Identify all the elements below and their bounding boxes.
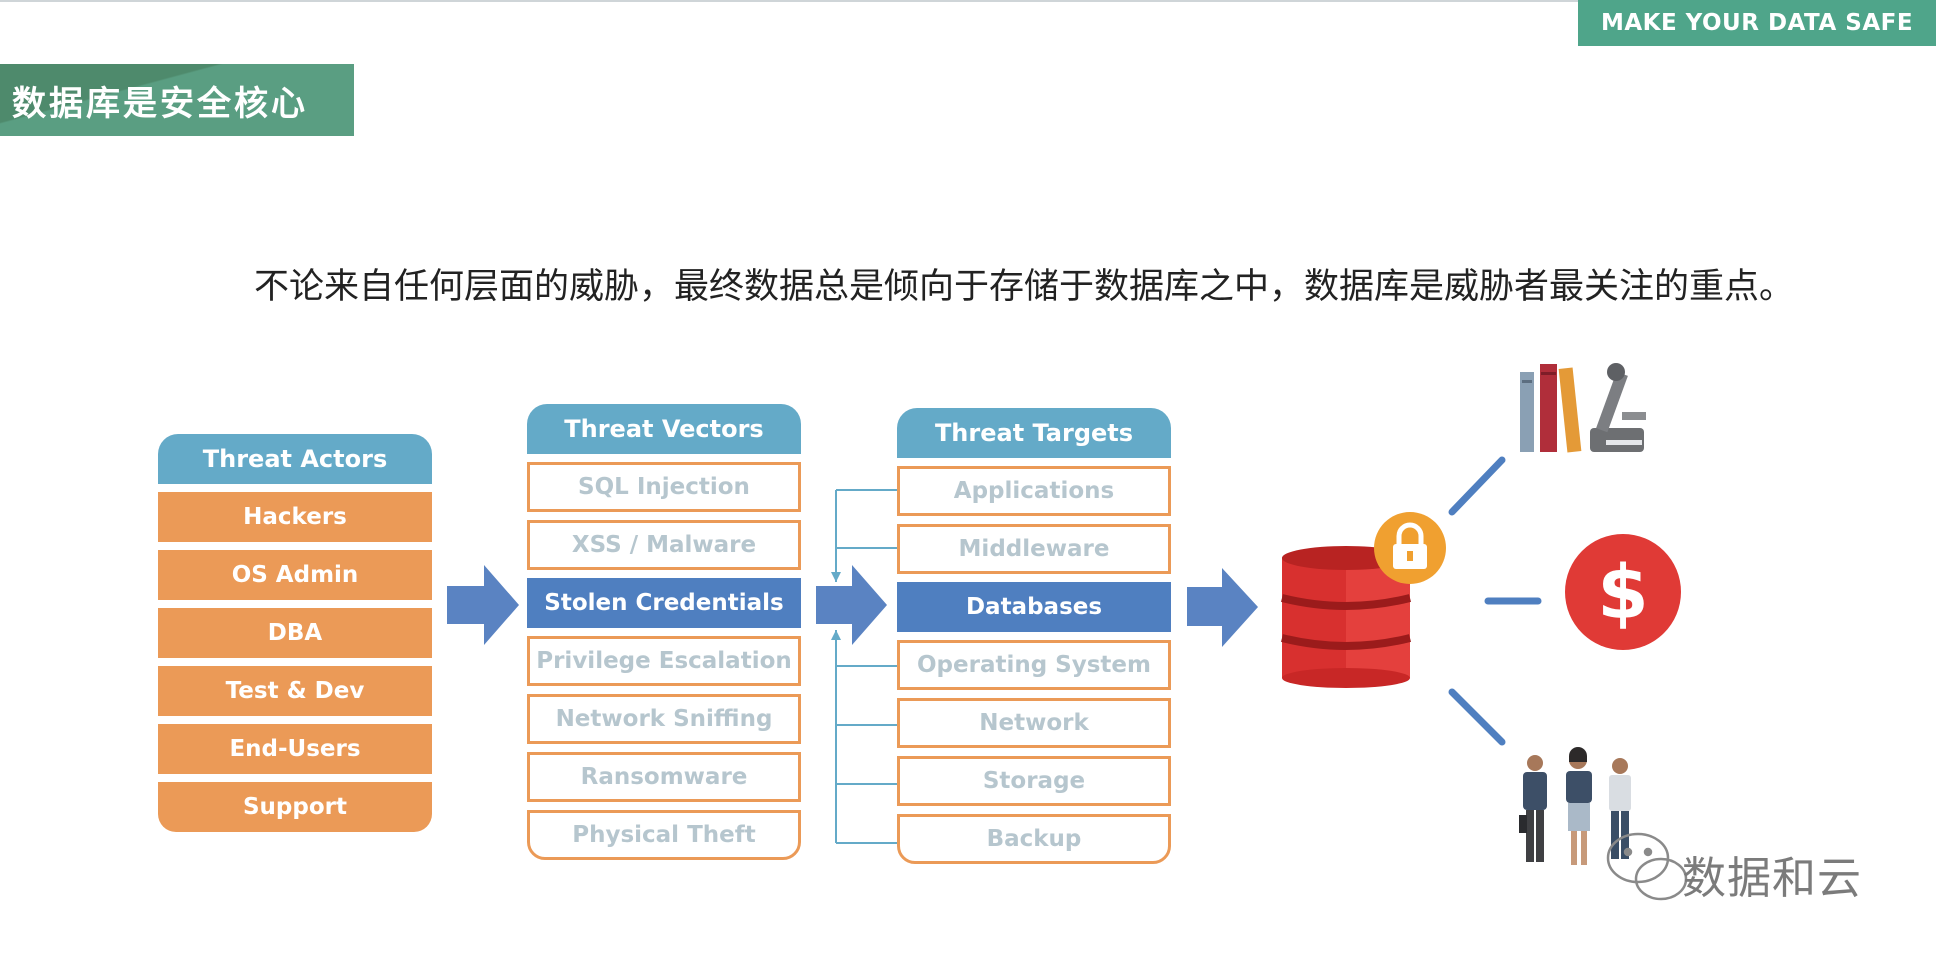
arrow-actors-to-vectors	[447, 565, 519, 645]
actor-item: OS Admin	[158, 550, 432, 600]
threat-actors-header: Threat Actors	[158, 434, 432, 484]
threat-vectors-column: Threat Vectors SQL Injection XSS / Malwa…	[527, 404, 801, 860]
watermark-text: 数据和云	[1682, 853, 1862, 904]
wechat-logo-icon	[1606, 832, 1688, 901]
actor-item: DBA	[158, 608, 432, 658]
threat-actors-column: Threat Actors Hackers OS Admin DBA Test …	[158, 434, 432, 832]
vector-item-highlighted: Stolen Credentials	[527, 578, 801, 628]
spoke-lines	[1448, 456, 1542, 746]
vector-item: Network Sniffing	[527, 694, 801, 744]
svg-text:$: $	[1597, 550, 1649, 636]
top-divider	[0, 0, 1936, 2]
actor-item: End-Users	[158, 724, 432, 774]
subtitle-text: 不论来自任何层面的威胁，最终数据总是倾向于存储于数据库之中，数据库是威胁者最关注…	[253, 267, 1794, 307]
target-connector-lines	[831, 489, 897, 844]
target-item-highlighted: Databases	[897, 582, 1171, 632]
section-title: 数据库是安全核心	[0, 64, 354, 136]
target-item: Network	[897, 698, 1171, 748]
vector-item: SQL Injection	[527, 462, 801, 512]
arrow-vectors-to-targets	[816, 565, 887, 645]
arrow-targets-to-database	[1187, 568, 1258, 647]
vector-item: XSS / Malware	[527, 520, 801, 570]
lock-icon	[1374, 512, 1446, 584]
threat-vectors-header: Threat Vectors	[527, 404, 801, 454]
threat-targets-header: Threat Targets	[897, 408, 1171, 458]
target-item: Middleware	[897, 524, 1171, 574]
vector-item: Ransomware	[527, 752, 801, 802]
threat-targets-column: Threat Targets Applications Middleware D…	[897, 408, 1171, 864]
actor-item: Test & Dev	[158, 666, 432, 716]
vector-item: Physical Theft	[527, 810, 801, 860]
slogan-banner: MAKE YOUR DATA SAFE	[1578, 0, 1936, 46]
actor-item: Support	[158, 782, 432, 832]
books-microscope-icon	[1520, 363, 1646, 453]
target-item: Applications	[897, 466, 1171, 516]
dollar-icon: $	[1565, 534, 1681, 650]
target-item: Backup	[897, 814, 1171, 864]
actor-item: Hackers	[158, 492, 432, 542]
target-item: Operating System	[897, 640, 1171, 690]
target-item: Storage	[897, 756, 1171, 806]
people-icon	[1519, 747, 1631, 865]
vector-item: Privilege Escalation	[527, 636, 801, 686]
